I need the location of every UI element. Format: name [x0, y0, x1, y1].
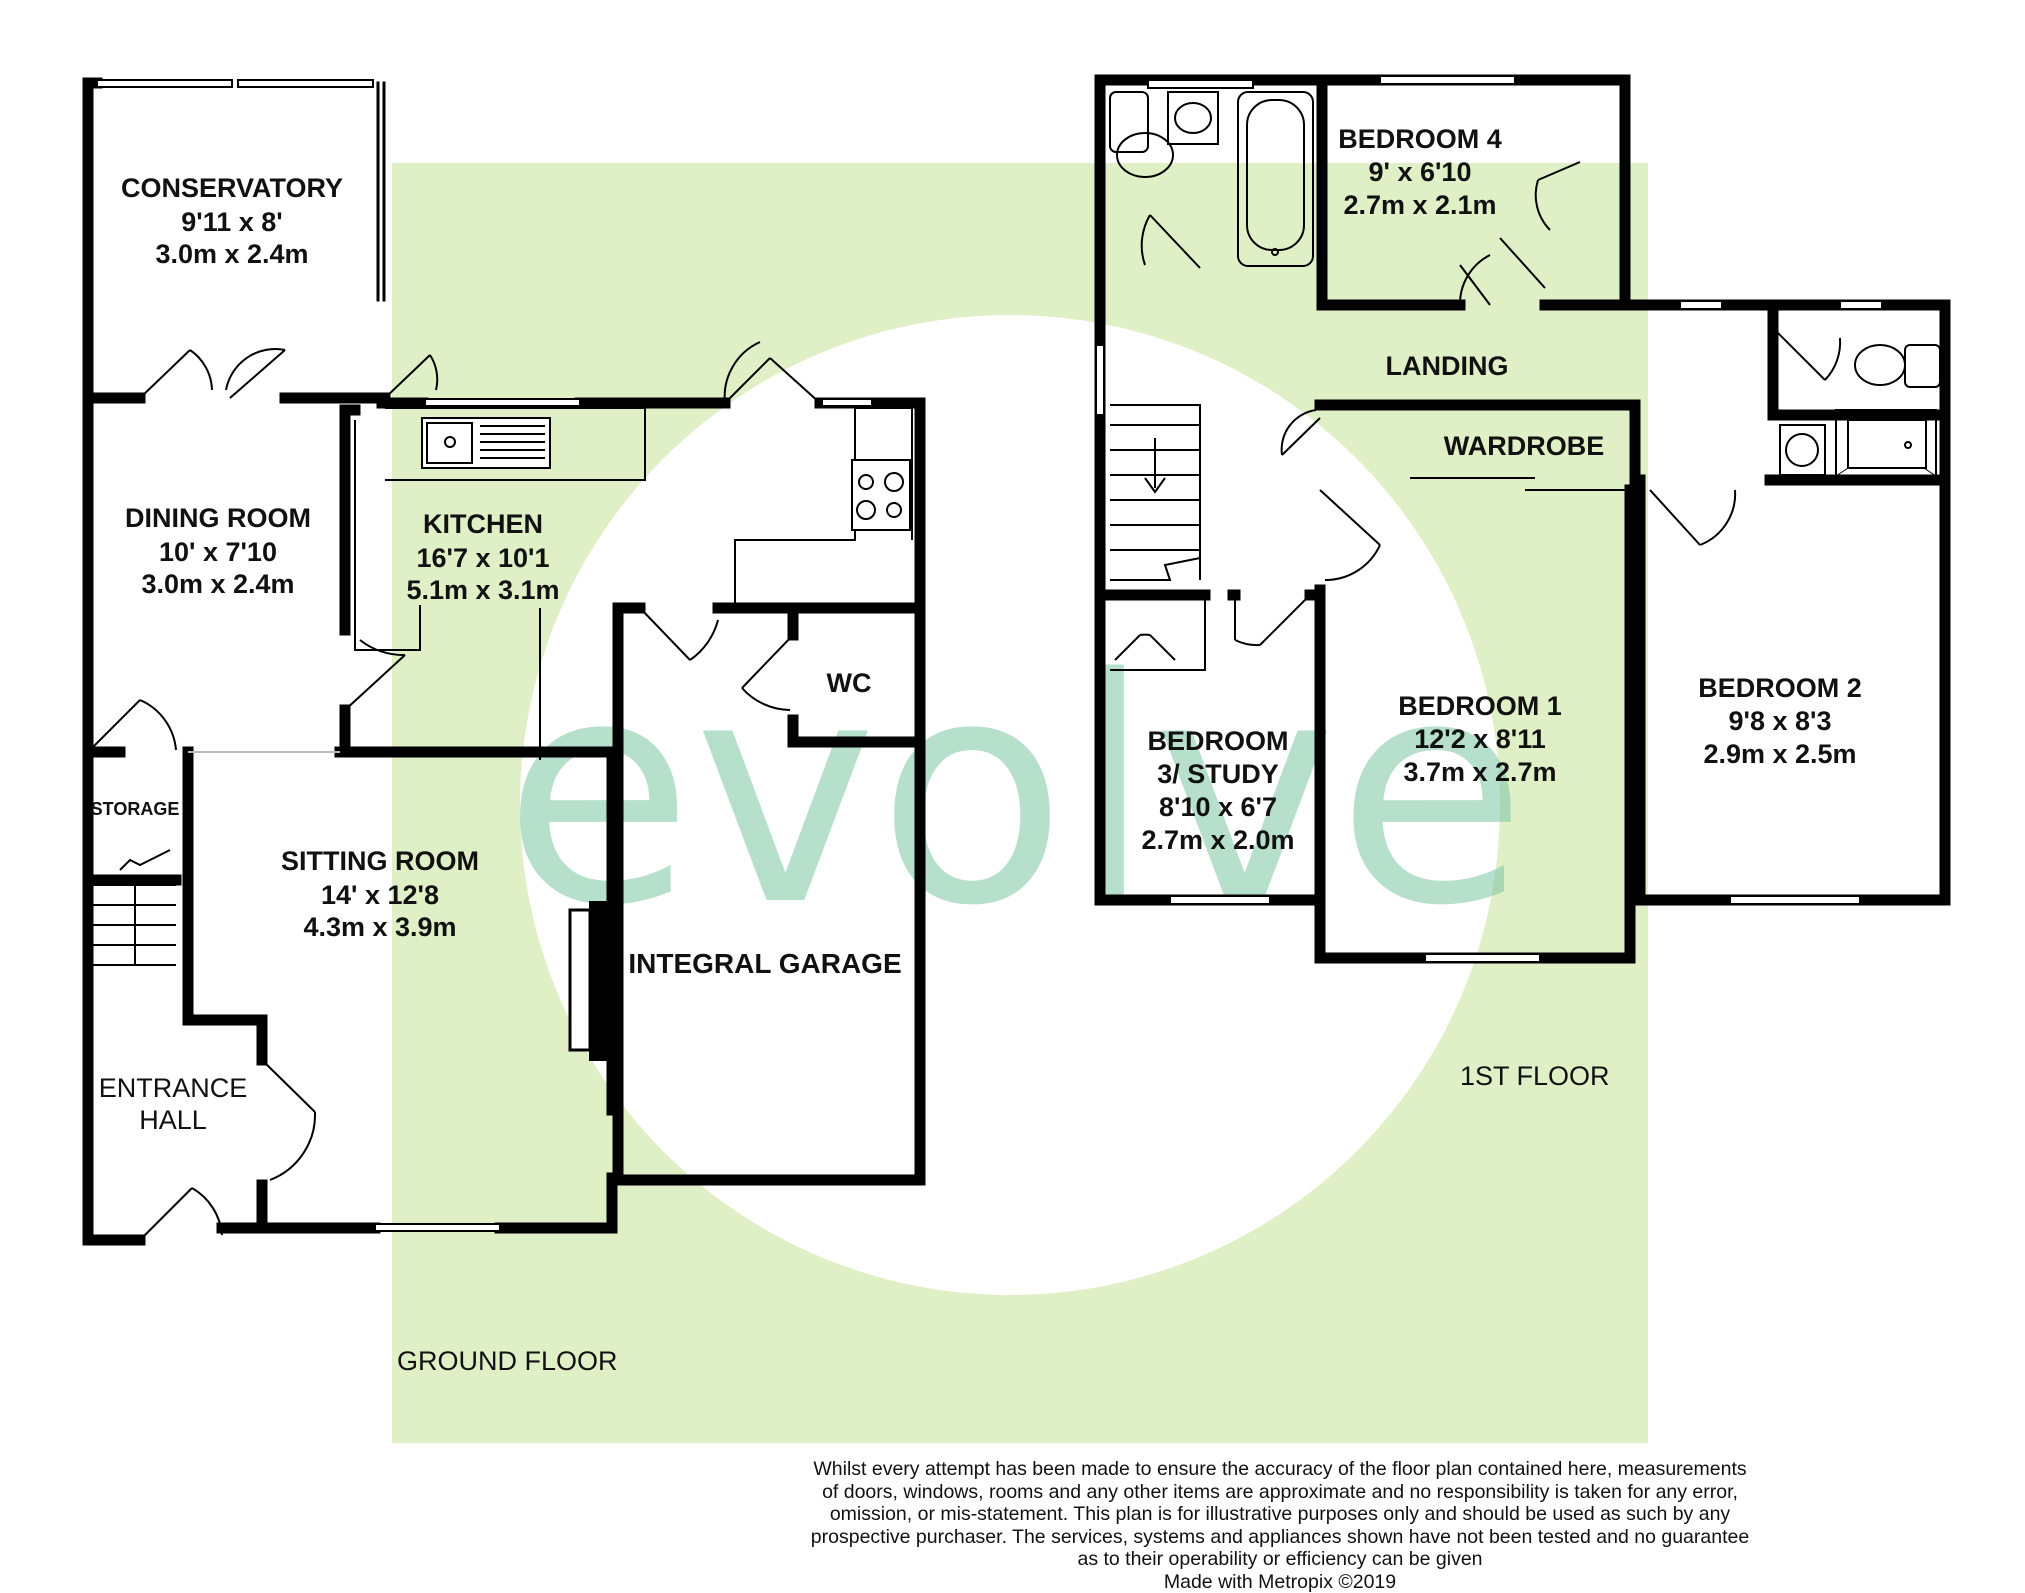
sitting-room-name: SITTING ROOM	[281, 846, 479, 876]
disclaimer-line: prospective purchaser. The services, sys…	[810, 1525, 1750, 1548]
metropix-credit: Made with Metropix ©2019	[1163, 1570, 1397, 1593]
bedroom1-metric: 3.7m x 2.7m	[1403, 757, 1556, 787]
conservatory-name: CONSERVATORY	[121, 173, 343, 203]
brand-circle	[520, 315, 1500, 1295]
entrance-hall-line1: ENTRANCE	[99, 1073, 248, 1103]
bedroom4-name: BEDROOM 4	[1338, 124, 1502, 154]
ground-floor	[82, 77, 926, 1246]
bedroom2-imperial: 9'8 x 8'3	[1729, 706, 1832, 736]
bedroom2-metric: 2.9m x 2.5m	[1703, 739, 1856, 769]
conservatory-metric: 3.0m x 2.4m	[155, 239, 308, 269]
disclaimer-line: Whilst every attempt has been made to en…	[813, 1458, 1747, 1480]
kitchen-metric: 5.1m x 3.1m	[406, 575, 559, 605]
bedroom3-metric: 2.7m x 2.0m	[1141, 825, 1294, 855]
wardrobe-name: WARDROBE	[1444, 431, 1605, 461]
first-floor-label: 1ST FLOOR	[1460, 1061, 1610, 1091]
disclaimer: Whilst every attempt has been made to en…	[770, 1458, 1790, 1593]
entrance-hall-line2: HALL	[139, 1105, 207, 1135]
sitting-room-metric: 4.3m x 3.9m	[303, 912, 456, 942]
bedroom4-imperial: 9' x 6'10	[1369, 157, 1472, 187]
kitchen-name: KITCHEN	[423, 509, 543, 539]
bedroom4-metric: 2.7m x 2.1m	[1343, 190, 1496, 220]
bedroom2-name: BEDROOM 2	[1698, 673, 1862, 703]
ground-floor-label: GROUND FLOOR	[397, 1346, 618, 1376]
watermark: evolve	[503, 613, 1527, 974]
bedroom1-imperial: 12'2 x 8'11	[1414, 724, 1545, 754]
bedroom3-imperial: 8'10 x 6'7	[1159, 792, 1277, 822]
dining-room-imperial: 10' x 7'10	[159, 537, 277, 567]
sitting-room-imperial: 14' x 12'8	[321, 880, 439, 910]
landing-name: LANDING	[1386, 351, 1509, 381]
bedroom3-line1: BEDROOM	[1148, 726, 1289, 756]
disclaimer-line: omission, or mis-statement. This plan is…	[829, 1503, 1731, 1525]
kitchen-imperial: 16'7 x 10'1	[417, 543, 550, 573]
disclaimer-line: as to their operability or efficiency ca…	[1077, 1548, 1483, 1570]
bedroom3-line2: 3/ STUDY	[1157, 759, 1279, 789]
storage-name: STORAGE	[91, 799, 180, 819]
garage-name: INTEGRAL GARAGE	[628, 948, 901, 979]
dining-room-metric: 3.0m x 2.4m	[141, 569, 294, 599]
bedroom1-name: BEDROOM 1	[1398, 691, 1562, 721]
conservatory-imperial: 9'11 x 8'	[181, 207, 282, 237]
disclaimer-line: of doors, windows, rooms and any other i…	[822, 1480, 1738, 1503]
wc-name: WC	[827, 668, 872, 698]
dining-room-name: DINING ROOM	[125, 503, 311, 533]
